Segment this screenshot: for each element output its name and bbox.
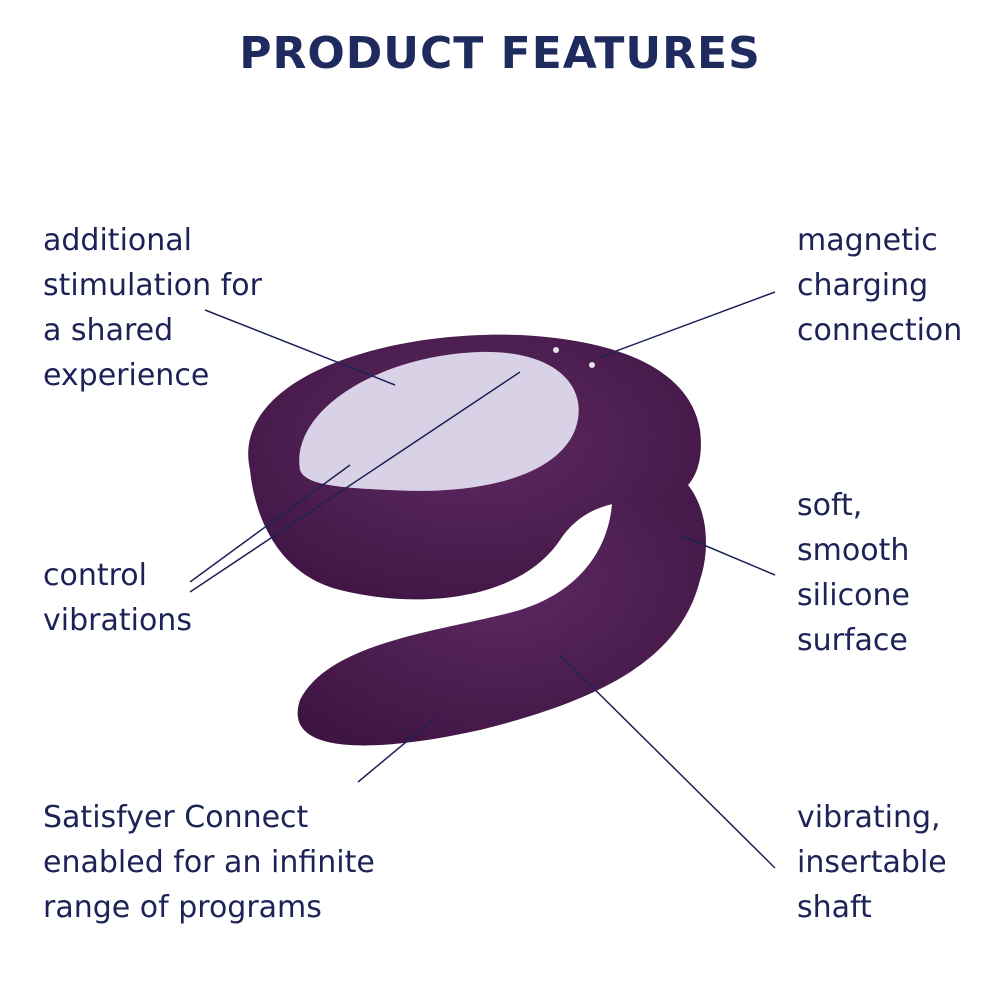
label-line: range of programs xyxy=(43,890,322,925)
lower-shaft xyxy=(297,463,706,746)
feature-vibrating-shaft: vibrating, insertable shaft xyxy=(797,795,947,930)
feature-magnetic-charging: magnetic charging connection xyxy=(797,218,962,353)
label-line: magnetic xyxy=(797,223,938,258)
feature-control-vibrations: control vibrations xyxy=(43,553,192,643)
label-line: insertable xyxy=(797,845,947,880)
feature-silicone-surface: soft, smooth silicone surface xyxy=(797,483,910,663)
page-title: PRODUCT FEATURES xyxy=(239,28,761,79)
label-line: enabled for an infinite xyxy=(43,845,375,880)
label-line: shaft xyxy=(797,890,872,925)
label-line: smooth xyxy=(797,533,910,568)
label-line: additional xyxy=(43,223,192,258)
label-line: experience xyxy=(43,358,210,393)
leader-lines xyxy=(189,291,776,869)
touch-panel xyxy=(299,351,579,491)
label-line: soft, xyxy=(797,488,863,523)
label-line: Satisfyer Connect xyxy=(43,800,309,835)
label-line: stimulation for xyxy=(43,268,262,303)
feature-shared-stimulation: additional stimulation for a shared expe… xyxy=(43,218,262,398)
label-line: vibrating, xyxy=(797,800,941,835)
label-line: silicone xyxy=(797,578,910,613)
label-line: control xyxy=(43,558,147,593)
label-line: connection xyxy=(797,313,963,348)
label-line: surface xyxy=(797,623,908,658)
charging-contact xyxy=(553,347,559,353)
label-line: charging xyxy=(797,268,929,303)
charging-contact xyxy=(589,362,595,368)
label-line: a shared xyxy=(43,313,174,348)
feature-app-connect: Satisfyer Connect enabled for an infinit… xyxy=(43,795,375,930)
label-line: vibrations xyxy=(43,603,192,638)
